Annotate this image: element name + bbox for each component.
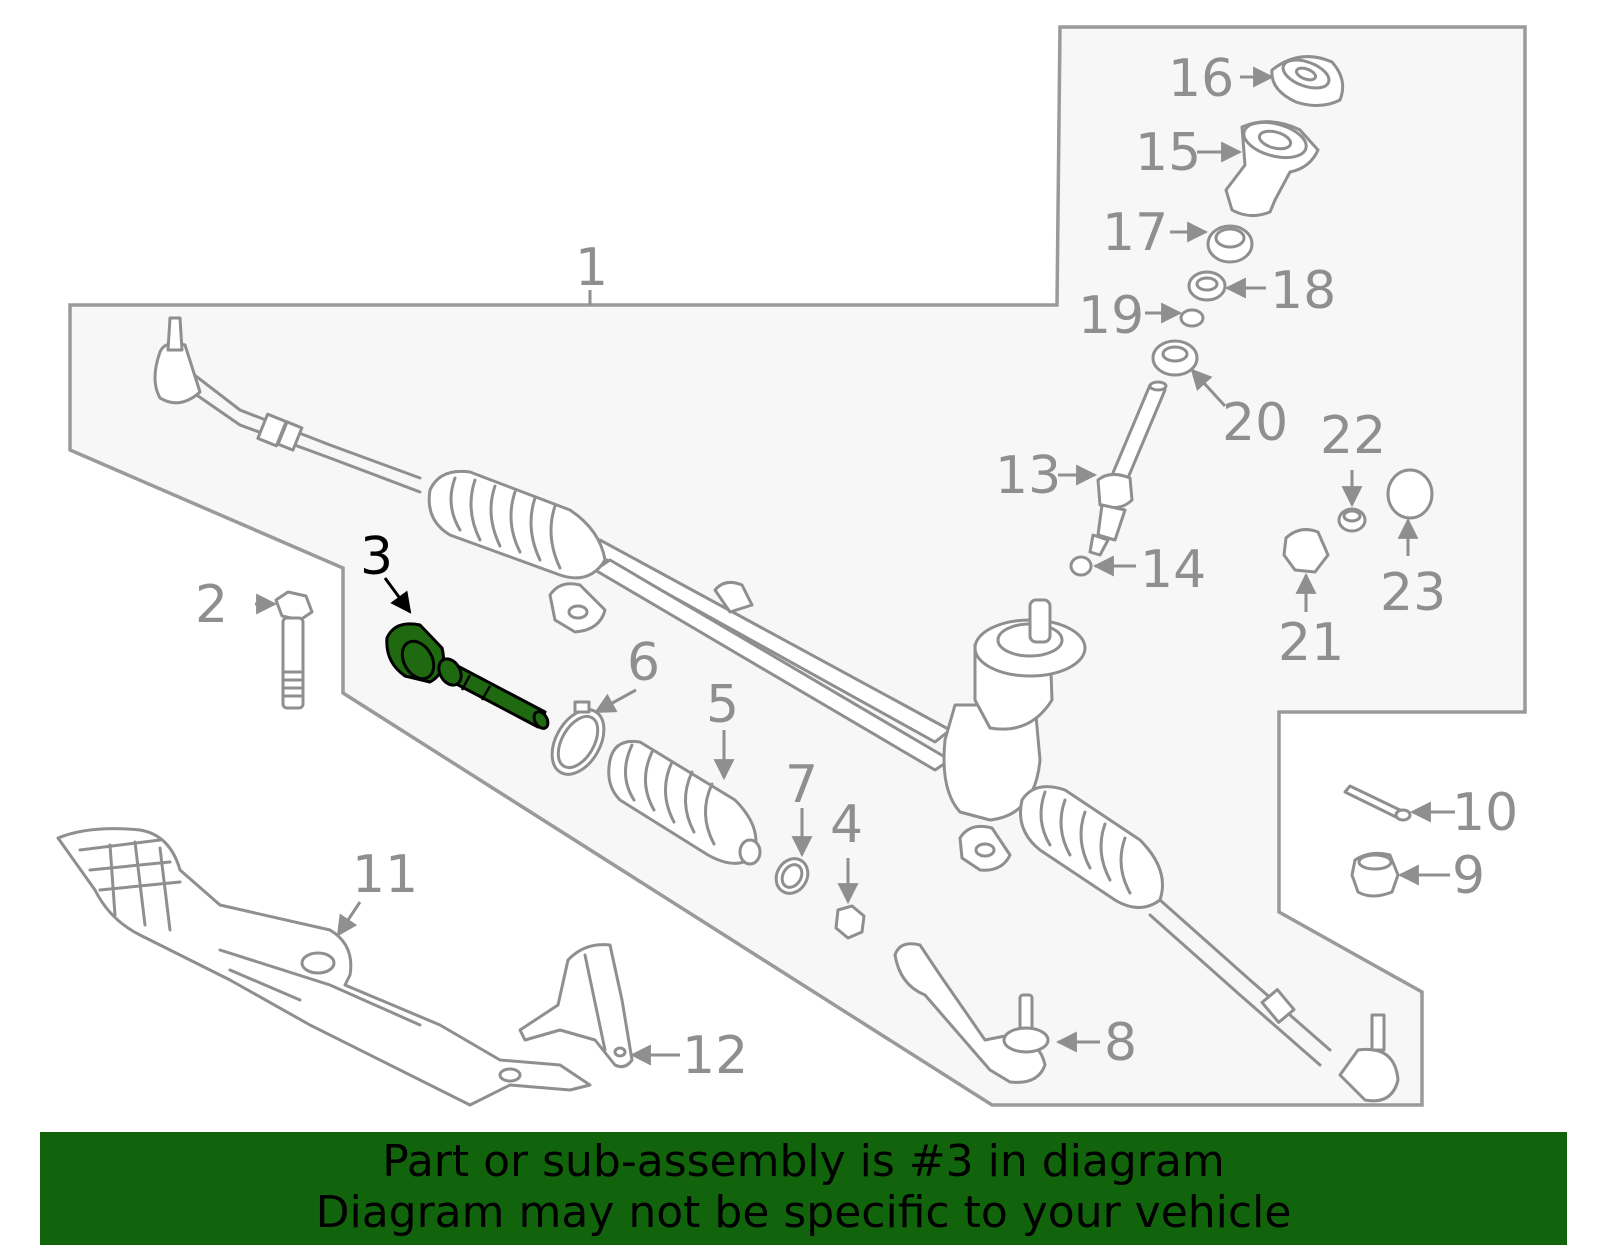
assembly-outline xyxy=(68,25,1527,1107)
part-11-shield xyxy=(56,827,592,1107)
part-21-plug xyxy=(1282,528,1330,574)
part-20-seal xyxy=(1151,339,1199,377)
callout-16: 16 xyxy=(1168,49,1234,109)
callout-15: 15 xyxy=(1135,123,1201,183)
callout-23: 23 xyxy=(1380,563,1446,623)
callout-18: 18 xyxy=(1270,261,1336,321)
callout-14: 14 xyxy=(1140,540,1206,600)
callout-21: 21 xyxy=(1278,613,1344,673)
part-5-boot xyxy=(607,739,762,866)
part-14-bushing xyxy=(1069,555,1093,577)
callout-13: 13 xyxy=(995,446,1061,506)
steering-rack xyxy=(153,316,1400,1103)
part-3-inner-tie-rod xyxy=(385,622,550,730)
info-banner: Part or sub-assembly is #3 in diagram Di… xyxy=(40,1132,1567,1245)
callout-labels: 1 2 3 4 5 6 7 8 9 10 11 12 13 14 15 16 1… xyxy=(195,49,1518,1086)
banner-line-2: Diagram may not be specific to your vehi… xyxy=(315,1187,1292,1238)
callout-17: 17 xyxy=(1102,203,1168,263)
part-16-seal xyxy=(1270,55,1345,107)
banner-line-1: Part or sub-assembly is #3 in diagram xyxy=(382,1136,1225,1187)
callout-20: 20 xyxy=(1222,393,1288,453)
callout-19: 19 xyxy=(1078,286,1144,346)
callout-11: 11 xyxy=(352,845,418,905)
part-23-cap xyxy=(1386,468,1434,520)
callout-10: 10 xyxy=(1452,783,1518,843)
part-17-bearing xyxy=(1206,224,1254,264)
callout-3: 3 xyxy=(360,527,393,587)
callout-6: 6 xyxy=(627,633,660,693)
callout-12: 12 xyxy=(682,1026,748,1086)
part-22-plug xyxy=(1337,507,1367,533)
part-6-clamp xyxy=(550,700,606,776)
callout-8: 8 xyxy=(1104,1013,1137,1073)
part-10-pin xyxy=(1343,784,1412,822)
callout-2: 2 xyxy=(195,575,228,635)
callout-22: 22 xyxy=(1320,406,1386,466)
part-4-nut xyxy=(834,904,866,940)
part-12-bracket xyxy=(518,943,634,1069)
part-13-shaft xyxy=(1088,380,1168,557)
part-19-ring xyxy=(1179,308,1205,328)
part-7-clamp xyxy=(774,857,810,895)
leader-lines xyxy=(255,66,1455,1066)
callout-4: 4 xyxy=(830,795,863,855)
part-8-tie-rod-end xyxy=(893,942,1050,1084)
callout-5: 5 xyxy=(706,675,739,735)
callout-7: 7 xyxy=(785,755,818,815)
part-18-washer xyxy=(1187,270,1227,302)
part-15-cover xyxy=(1224,120,1320,217)
callout-9: 9 xyxy=(1452,846,1485,906)
part-9-nut xyxy=(1350,851,1400,898)
callout-1: 1 xyxy=(575,238,608,298)
part-2-bolt xyxy=(274,590,314,710)
